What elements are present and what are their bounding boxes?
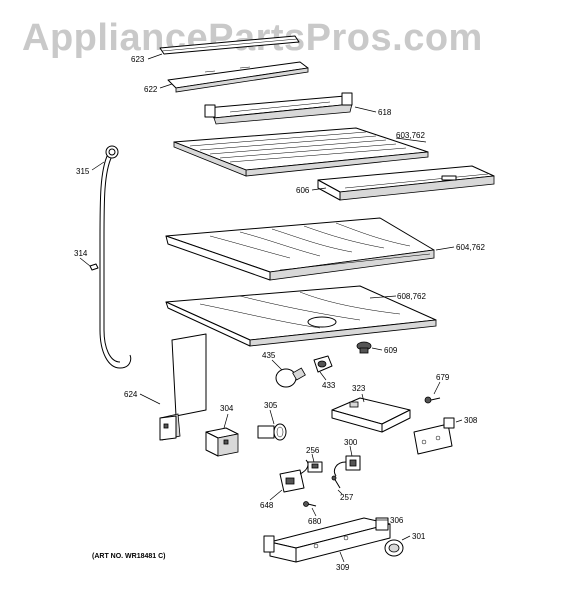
part-609-grommet[interactable] [356, 341, 372, 354]
part-257-screw[interactable] [331, 475, 341, 489]
part-624-bracket[interactable] [159, 333, 207, 441]
callout-323: 323 [352, 384, 366, 393]
part-618-duct[interactable] [204, 92, 353, 125]
callout-305: 305 [264, 401, 278, 410]
part-606-pan[interactable] [317, 165, 495, 201]
part-306-housing[interactable] [263, 517, 391, 563]
part-323-housing[interactable] [331, 397, 411, 433]
callout-622: 622 [144, 85, 158, 94]
callout-256: 256 [306, 446, 320, 455]
callout-304: 304 [220, 404, 234, 413]
part-314-clip[interactable] [89, 263, 99, 271]
part-256-switch[interactable] [307, 461, 323, 473]
callout-435: 435 [262, 351, 276, 360]
part-308-bracket[interactable] [413, 417, 455, 455]
callout-306: 306 [390, 516, 404, 525]
part-435-bulb[interactable] [275, 367, 306, 388]
callout-606: 606 [296, 186, 310, 195]
part-648-switch[interactable] [279, 459, 309, 493]
callout-257: 257 [340, 493, 354, 502]
callout-315: 315 [76, 167, 90, 176]
part-315-tube[interactable] [99, 145, 132, 369]
part-604-cover[interactable] [165, 217, 435, 281]
callout-680: 680 [308, 517, 322, 526]
callout-608-762: 608,762 [397, 292, 426, 301]
callout-433: 433 [322, 381, 336, 390]
part-622-cover[interactable] [167, 61, 309, 93]
callout-648: 648 [260, 501, 274, 510]
part-679-screw[interactable] [424, 396, 441, 404]
callout-623: 623 [131, 55, 145, 64]
callout-309: 309 [336, 563, 350, 572]
callout-609: 609 [384, 346, 398, 355]
callout-618: 618 [378, 108, 392, 117]
callout-301: 301 [412, 532, 426, 541]
callout-603-762: 603,762 [396, 131, 425, 140]
callout-314: 314 [74, 249, 88, 258]
part-300-assembly[interactable] [333, 455, 361, 477]
part-305-thermostat[interactable] [257, 423, 287, 441]
callout-679: 679 [436, 373, 450, 382]
part-304-relay[interactable] [205, 427, 239, 457]
part-603-shelf[interactable] [173, 127, 429, 177]
part-301-knob[interactable] [384, 539, 404, 557]
part-623-strip[interactable] [159, 35, 300, 55]
part-680-screw[interactable] [303, 501, 317, 507]
callout-308: 308 [464, 416, 478, 425]
watermark-text: AppliancePartsPros.com [22, 17, 483, 59]
callout-624: 624 [124, 390, 138, 399]
callout-604-762: 604,762 [456, 243, 485, 252]
art-number: (ART NO. WR18481 C) [92, 553, 166, 560]
part-433-socket[interactable] [313, 355, 333, 373]
callout-300: 300 [344, 438, 358, 447]
part-608-cover[interactable] [165, 285, 437, 347]
